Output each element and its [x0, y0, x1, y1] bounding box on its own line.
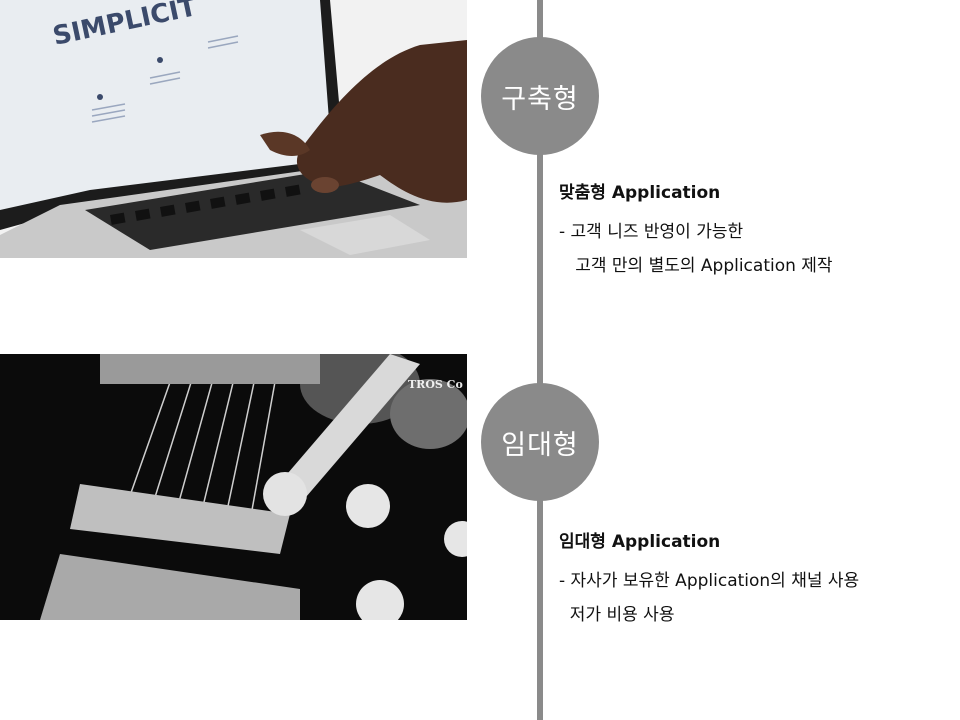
timeline-circle-build: 구축형 — [481, 37, 599, 155]
timeline-line — [537, 0, 543, 720]
laptop-photo: SIMPLICIT — [0, 0, 467, 258]
guitar-illustration — [0, 354, 467, 620]
description-block-custom: 맞춤형 Application - 고객 니즈 반영이 가능한 고객 만의 별도… — [559, 178, 833, 283]
description-block-rent: 임대형 Application - 자사가 보유한 Application의 채… — [559, 527, 859, 632]
description-heading: 임대형 Application — [559, 532, 721, 552]
description-line: - 자사가 보유한 Application의 채널 사용 — [559, 571, 860, 591]
watermark-part: TROS Co — [408, 378, 463, 391]
timeline-circle-rent: 임대형 — [481, 383, 599, 501]
description-line: 저가 비용 사용 — [559, 605, 675, 625]
circle-label: 임대형 — [501, 429, 579, 461]
laptop-illustration: SIMPLICIT — [0, 0, 467, 258]
description-line: 고객 만의 별도의 Application 제작 — [559, 256, 833, 276]
description-line: - 고객 니즈 반영이 가능한 — [559, 222, 744, 242]
description-heading: 맞춤형 Application — [559, 183, 721, 203]
circle-label: 구축형 — [501, 83, 579, 115]
guitar-photo — [0, 354, 467, 620]
